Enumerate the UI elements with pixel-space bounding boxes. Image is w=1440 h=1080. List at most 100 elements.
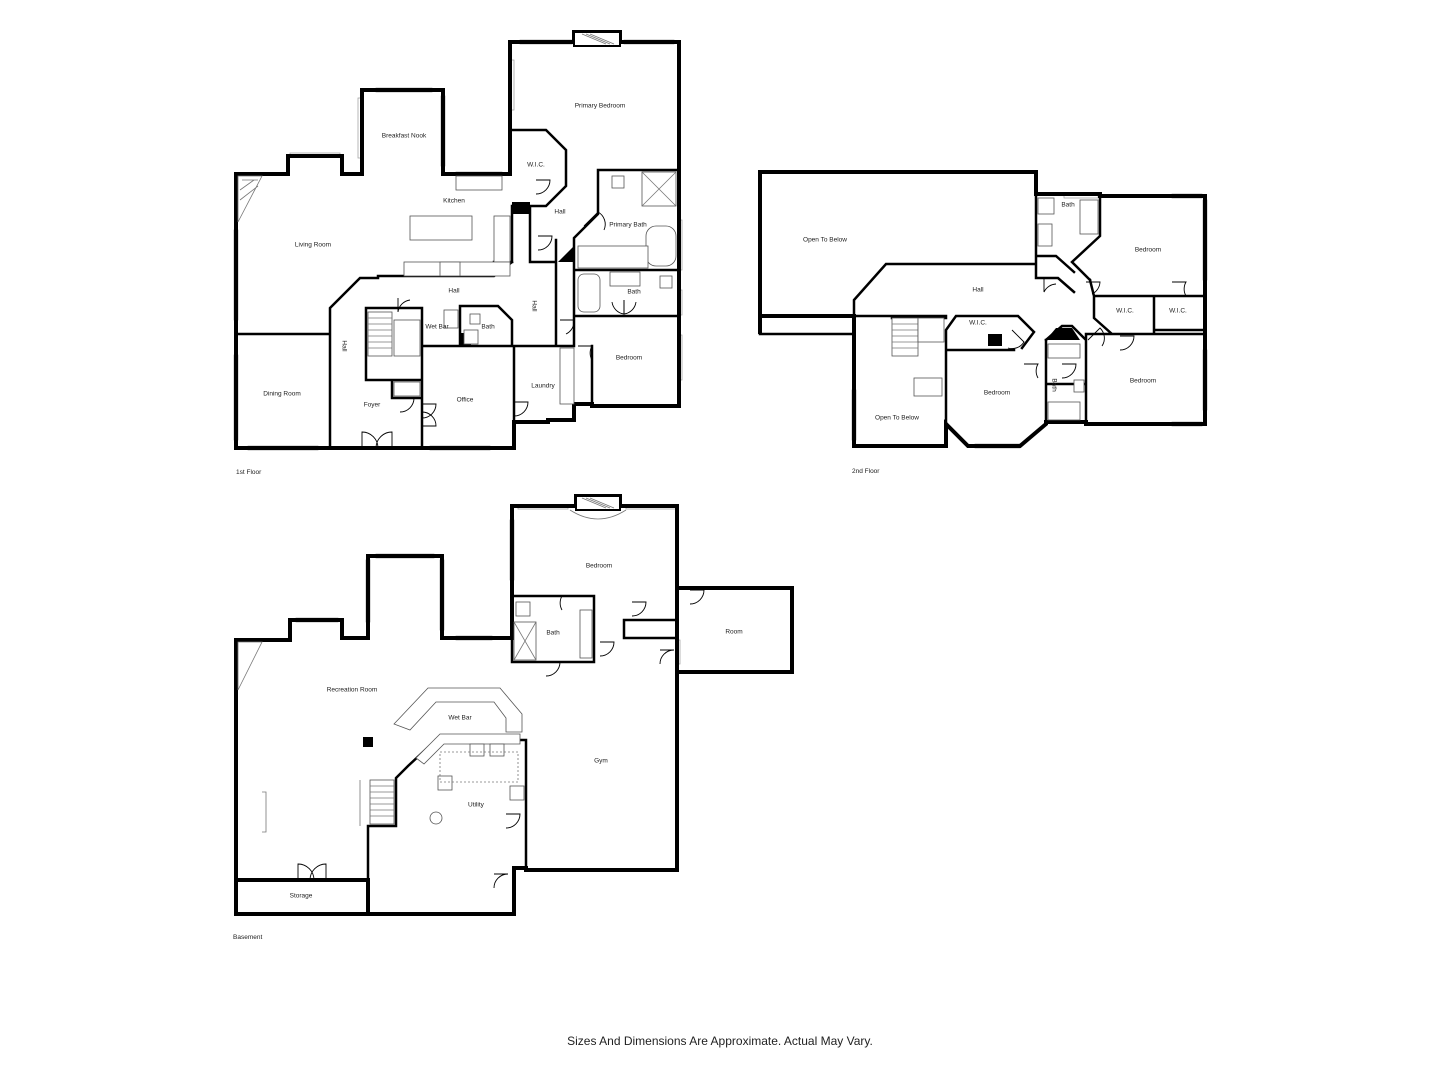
column [363,737,373,747]
exterior-wall [675,586,794,674]
exterior-wall [758,170,1207,448]
water-heater [437,775,453,791]
interior-wall [758,192,1207,426]
interior-wall [234,128,681,450]
toilet [1037,197,1055,215]
room-label: Bath [481,324,495,331]
stairs [891,317,945,397]
vanity [1037,223,1053,247]
exterior-wall [234,878,370,916]
range [439,261,461,277]
kitchen-counter [455,175,503,191]
vanity [609,271,641,287]
appliance [489,743,505,757]
room-label: Kitchen [443,198,465,205]
room-label: Dining Room [263,391,301,398]
doors [297,589,705,889]
furnace [429,811,443,825]
vanity [463,329,479,345]
column [512,202,530,214]
room-label: W.I.C. [969,320,987,327]
room-label: W.I.C. [527,162,545,169]
column [988,334,1002,346]
room-label: Utility [468,802,485,809]
basement-plan [234,494,794,916]
toilet [469,313,481,325]
kitchen-island [409,215,473,241]
room-label: Breakfast Nook [382,133,427,140]
room-label: W.I.C. [1116,308,1134,315]
room-label: Bedroom [1135,247,1161,254]
room-label: Bedroom [984,390,1010,397]
room-label: Living Room [295,242,331,249]
room-label: Bath [627,289,641,296]
bar-counter [415,733,521,765]
toilet [611,175,625,189]
toilet [515,601,531,617]
room-label: Bath [1061,202,1075,209]
room-label: Storage [290,893,313,900]
room-label: Bedroom [1130,378,1156,385]
corner-fireplace [237,641,263,691]
room-label: Foyer [364,402,381,409]
floor-label: Basement [233,934,262,941]
laundry-counter [559,347,575,405]
room-label: Primary Bath [609,222,647,229]
room-label: Room [725,629,742,636]
hearth [569,509,627,520]
floor-label: 2nd Floor [852,468,880,475]
room-label: Hall [554,209,566,216]
tub [1079,199,1099,235]
room-label: Office [457,397,474,404]
doors [1007,278,1187,379]
tub [1047,401,1081,421]
stairs [262,779,395,833]
first-floor-plan [233,30,683,451]
column [558,246,574,262]
room-label: Hall [530,300,537,312]
room-label: Open To Below [875,415,919,422]
appliance [509,785,525,801]
floor-label: 1st Floor [236,469,262,476]
wet-bar-sink [443,309,459,329]
vanity [577,245,649,269]
room-label: Recreation Room [327,687,378,694]
room-label: Hall [448,288,460,295]
fireplace-hatch [581,33,615,45]
corner-fireplace [237,175,263,223]
utility-area-dashed [439,751,519,783]
shower-x [641,171,677,207]
room-label: Bath [1050,378,1057,392]
fireplace-hatch [581,497,615,509]
exterior-wall [234,494,679,916]
column [1046,328,1080,340]
room-label: Hall [972,287,984,294]
shower-x [513,621,537,661]
kitchen-counter [493,215,511,263]
room-label: Gym [594,758,608,765]
room-label: Bath [546,630,560,637]
room-label: Hall [340,340,347,352]
doors [361,179,637,449]
stairs [367,311,421,397]
room-label: Wet Bar [425,324,449,331]
tub [577,273,601,313]
room-label: Primary Bedroom [575,103,626,110]
wet-bar-counter [393,687,523,733]
disclaimer-text: Sizes And Dimensions Are Approximate. Ac… [567,1034,873,1048]
room-label: Bedroom [586,563,612,570]
room-label: Laundry [531,383,555,390]
vanity [1047,343,1081,359]
tub [645,225,677,267]
toilet [1073,379,1085,393]
room-label: W.I.C. [1169,308,1187,315]
toilet [659,275,673,289]
room-label: Wet Bar [448,715,472,722]
room-label: Open To Below [803,237,847,244]
sink [469,743,485,757]
room-label: Bedroom [616,355,642,362]
second-floor-plan [758,170,1208,449]
